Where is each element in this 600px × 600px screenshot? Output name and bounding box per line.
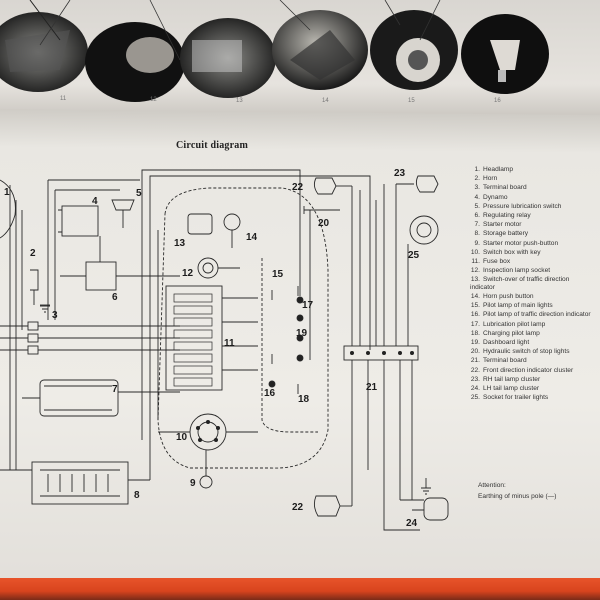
- photo-caption: 15: [408, 98, 415, 104]
- component-number: 16: [264, 388, 276, 399]
- photo-strip: [0, 0, 549, 102]
- component-number: 5: [136, 188, 142, 199]
- photo-caption: 11: [60, 96, 67, 102]
- legend-item: 22.Front direction indicator cluster: [470, 366, 574, 374]
- legend-item: 25.Socket for trailer lights: [470, 394, 549, 402]
- component-number: 24: [406, 518, 418, 529]
- switch-box-icon: [189, 413, 227, 451]
- component-number: 21: [366, 382, 378, 393]
- legend-item: 24.LH tail lamp cluster: [470, 384, 540, 392]
- legend-item: 17.Lubrication pilot lamp: [470, 320, 546, 328]
- component-number: 15: [272, 269, 284, 280]
- legend-item: 3.Terminal board: [474, 184, 527, 192]
- legend-item: 4.Dynamo: [474, 193, 508, 201]
- photo-2: [85, 22, 185, 102]
- photo-caption: 13: [236, 98, 243, 104]
- diagram-title: Circuit diagram: [176, 140, 248, 151]
- book-edge: [0, 578, 600, 600]
- component-number: 10: [176, 432, 188, 443]
- component-number: 7: [112, 384, 118, 395]
- component-number: 20: [318, 218, 330, 229]
- photo-caption: 12: [150, 97, 157, 103]
- legend-item: 11.Fuse box: [471, 257, 511, 265]
- component-number: 17: [302, 300, 314, 311]
- component-number: 1: [4, 187, 10, 198]
- legend-item: 18.Charging pilot lamp: [470, 329, 540, 337]
- legend-item: 2.Horn: [474, 175, 498, 183]
- legend-item: 12.Inspection lamp socket: [470, 267, 551, 275]
- horn-push-icon: [223, 213, 241, 231]
- dynamo-icon: [61, 205, 99, 237]
- legend-item: 15.Pilot lamp of main lights: [470, 302, 553, 310]
- component-number: 3: [52, 310, 58, 321]
- component-number: 4: [92, 196, 98, 207]
- front-indicator-icon: [313, 177, 337, 195]
- stop-switch-icon: [303, 206, 318, 214]
- component-number: 22: [292, 502, 304, 513]
- legend-item: 5.Pressure lubrication switch: [474, 202, 562, 210]
- legend-item: 16.Pilot lamp of traffic direction indic…: [470, 311, 591, 319]
- photo-caption: 16: [494, 98, 501, 104]
- legend-item: 6.Regulating relay: [474, 211, 531, 219]
- photo-6: [461, 14, 549, 94]
- earthing-note: Earthing of minus pole (—): [478, 493, 557, 500]
- photo-4: [272, 10, 368, 90]
- dashboard-outline: [157, 187, 329, 469]
- indicator-switch-icon: [187, 213, 213, 235]
- component-number: 22: [292, 182, 304, 193]
- legend-item: 21.Terminal board: [470, 357, 527, 365]
- attention-label: Attention:: [478, 482, 506, 489]
- horn-icon: [30, 269, 39, 291]
- photo-caption: 14: [322, 98, 329, 104]
- trailer-socket-icon: [409, 215, 439, 245]
- component-number: 9: [190, 478, 196, 489]
- component-number: 18: [298, 394, 310, 405]
- starter-motor-icon: [39, 379, 119, 417]
- component-number: 6: [112, 292, 118, 303]
- inspection-socket-icon: [197, 257, 219, 279]
- component-number: 2: [30, 248, 36, 259]
- component-number: 8: [134, 490, 140, 501]
- component-legend: 1.Headlamp 2.Horn 3.Terminal board 4.Dyn…: [470, 166, 595, 403]
- legend-item: 23.RH tail lamp cluster: [470, 375, 541, 383]
- front-indicator-lower-icon: [313, 495, 341, 517]
- component-number: 11: [224, 338, 235, 349]
- component-number: 25: [408, 250, 420, 261]
- component-number: 13: [174, 238, 186, 249]
- legend-item: 13.Switch-over of traffic direction indi…: [470, 276, 570, 291]
- legend-item: 19.Dashboard light: [470, 338, 530, 346]
- regulating-relay-icon: [85, 261, 117, 291]
- photo-3: [180, 18, 276, 98]
- rh-tail-lamp-icon: [415, 175, 439, 193]
- pressure-switch-icon: [111, 199, 135, 211]
- legend-item: 9.Starter motor push-button: [474, 239, 559, 247]
- legend-item: 7.Starter motor: [474, 221, 522, 229]
- legend-item: 8.Storage battery: [474, 230, 529, 238]
- legend-item: 14.Horn push button: [470, 293, 534, 301]
- headlamp-outline: [0, 179, 16, 239]
- component-number: 14: [246, 232, 258, 243]
- starter-push-button-icon: [199, 475, 213, 489]
- component-number: 23: [394, 168, 406, 179]
- photo-1: [0, 0, 88, 92]
- legend-item: 1.Headlamp: [474, 166, 514, 173]
- component-number: 12: [182, 268, 194, 279]
- attention-note: Attention: Earthing of minus pole (—): [478, 480, 596, 502]
- legend-item: 20.Hydraulic switch of stop lights: [470, 348, 570, 356]
- legend-item: 10.Switch box with key: [470, 248, 541, 256]
- component-number: 19: [296, 328, 308, 339]
- storage-battery-icon: [31, 461, 129, 505]
- photo-5: [370, 10, 458, 90]
- fuse-box-icon: [165, 285, 223, 391]
- lh-tail-lamp-icon: [423, 497, 449, 521]
- terminal-board-icon: [343, 345, 419, 361]
